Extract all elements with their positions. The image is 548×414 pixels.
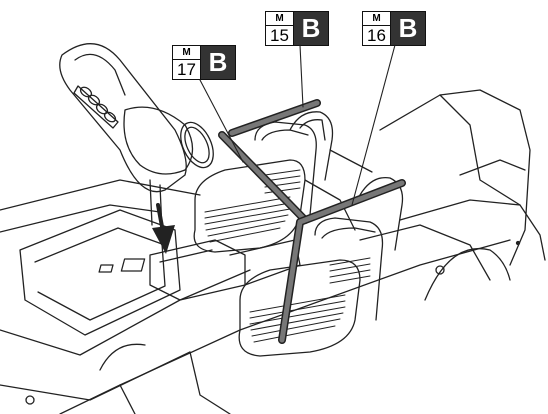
callout-part-16: M 16 B [362, 11, 426, 46]
callout-16-number: 16 [367, 26, 386, 45]
roll-bar-part-15 [228, 99, 321, 137]
callout-15-type-badge: B [294, 12, 328, 45]
steering-wheel-icon [180, 121, 214, 169]
callout-17-number: 17 [177, 60, 196, 79]
roll-hoop-rear [289, 111, 404, 251]
seat-left [193, 121, 317, 253]
seat-right [238, 217, 384, 357]
insert-direction-arrow-icon [152, 203, 175, 254]
callout-17-kind: M [173, 46, 200, 60]
gauge-cluster-icon [73, 85, 119, 129]
callout-16-type-badge: B [391, 12, 425, 45]
callout-part-17: M 17 B [172, 45, 236, 80]
callout-17-type-badge: B [201, 46, 235, 79]
dashboard-module [59, 42, 214, 231]
callout-15-kind: M [266, 12, 293, 26]
roll-bar-part-16 [278, 179, 406, 344]
callout-leader-lines [199, 44, 396, 206]
callout-15-number: 15 [270, 26, 289, 45]
callout-part-15: M 15 B [265, 11, 329, 46]
chassis-body [0, 89, 546, 414]
callout-16-kind: M [363, 12, 390, 26]
